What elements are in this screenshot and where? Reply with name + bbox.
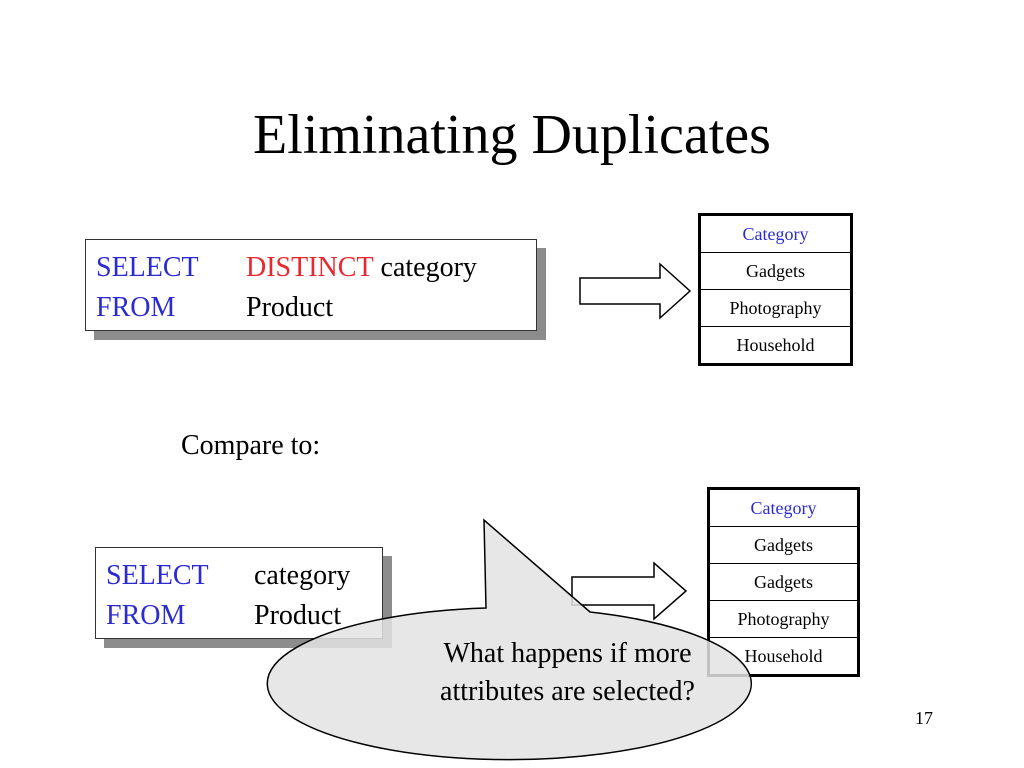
callout-line-1: What happens if more — [443, 638, 692, 669]
from-line: FROM Product — [106, 596, 382, 636]
from-keyword: FROM — [106, 600, 186, 631]
table-cell: Gadgets — [699, 252, 852, 290]
table-header: Category — [708, 488, 859, 527]
table-cell: Photography — [708, 600, 859, 638]
select-line: SELECT DISTINCT category — [96, 248, 536, 288]
select-line: SELECT category — [106, 556, 382, 596]
slide-title: Eliminating Duplicates — [253, 104, 771, 166]
table-cell: Gadgets — [708, 563, 859, 601]
right-arrow-icon — [579, 262, 692, 320]
select-field: category — [254, 560, 351, 591]
from-keyword: FROM — [96, 292, 176, 323]
distinct-keyword: DISTINCT — [246, 252, 374, 283]
table-cell: Gadgets — [708, 526, 859, 564]
page-number: 17 — [915, 708, 933, 728]
right-arrow-icon — [571, 561, 688, 621]
from-table: Product — [246, 292, 334, 323]
select-keyword: SELECT — [96, 252, 199, 283]
table-header: Category — [699, 214, 852, 253]
select-keyword: SELECT — [106, 560, 209, 591]
distinct-result-table: Category Gadgets Photography Household — [698, 213, 853, 366]
compare-label: Compare to: — [181, 430, 321, 461]
distinct-query-box: SELECT DISTINCT category FROM Product — [85, 239, 537, 331]
from-table: Product — [254, 600, 342, 631]
callout-line-2: attributes are selected? — [440, 676, 695, 707]
plain-query-box: SELECT category FROM Product — [95, 547, 383, 639]
from-line: FROM Product — [96, 288, 536, 328]
select-field: category — [380, 252, 477, 283]
table-cell: Photography — [699, 289, 852, 327]
callout-text: What happens if more attributes are sele… — [370, 635, 765, 711]
table-cell: Household — [699, 326, 852, 365]
